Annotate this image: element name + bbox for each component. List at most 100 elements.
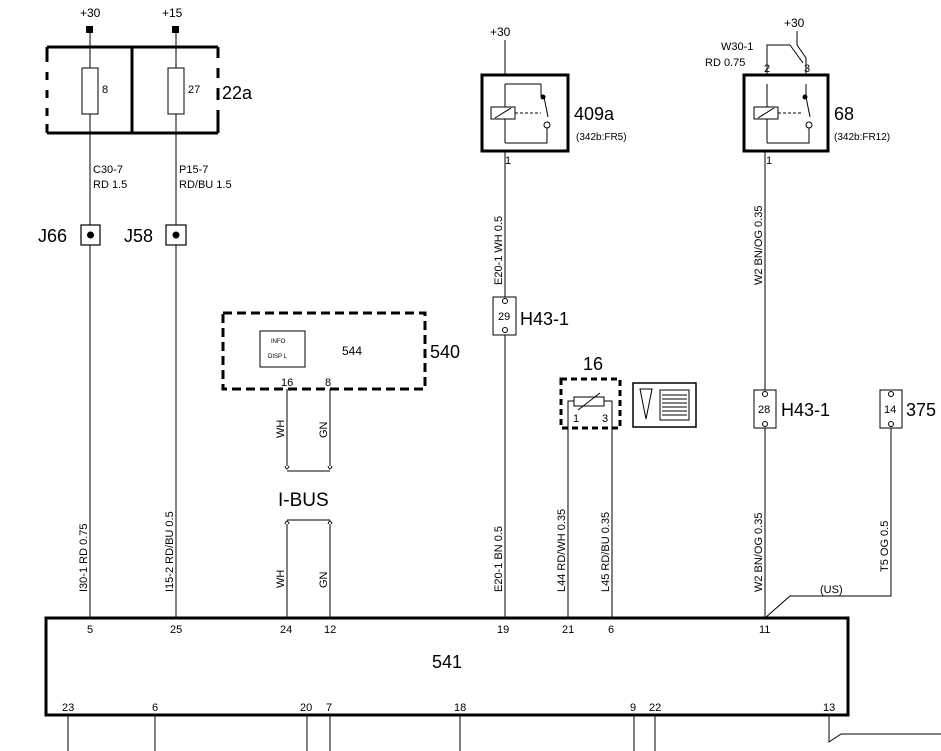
- component-id: 541: [432, 652, 462, 672]
- module-540: INFO DISP L 544 540 16 8: [221, 311, 460, 391]
- pin-number: 1: [766, 155, 772, 167]
- relay-409a: +30 409a (342b:FR5) 1: [480, 25, 627, 167]
- supply-label-plus30: +30: [80, 6, 101, 20]
- pin-number: 7: [326, 702, 332, 714]
- wire-color: GN: [318, 571, 330, 588]
- junction-dot: [172, 231, 180, 239]
- wire-label: W2 BN/OG 0.35: [753, 206, 765, 285]
- component-id: 22a: [222, 83, 253, 103]
- pin-number: 8: [325, 377, 331, 389]
- outgoing-wires: [67, 715, 941, 751]
- pin-number: 12: [324, 624, 336, 636]
- pin-number: 11: [759, 624, 770, 636]
- fuse-element: [167, 67, 185, 115]
- wire-label-e20: E20-1 BN 0.5: [493, 526, 505, 592]
- module-outline: [44, 616, 850, 717]
- relay-68: +30 W30-1 RD 0.75 2 3 68 (342b:FR12) 1: [705, 16, 890, 167]
- pin-number: 25: [170, 624, 182, 636]
- connector-h43-right: 28 H43-1: [753, 389, 830, 429]
- part-number: 544: [342, 344, 362, 358]
- component-id: 16: [583, 354, 603, 374]
- pin-number: 23: [62, 702, 74, 714]
- wire-spec: RD 0.75: [705, 57, 745, 69]
- ibus-break: I-BUS: [278, 465, 333, 525]
- connector-label: H43-1: [781, 400, 830, 420]
- display-block: [259, 330, 306, 368]
- component-id: 409a: [574, 104, 615, 124]
- connector-label: H43-1: [520, 309, 569, 329]
- connector-pin: 14: [884, 404, 896, 416]
- component-ref: (342b:FR12): [834, 132, 890, 143]
- pin-number: 9: [630, 702, 636, 714]
- wire-spec: RD/BU 1.5: [179, 179, 232, 191]
- wire-color: WH: [275, 570, 287, 588]
- pin-number: 24: [280, 624, 292, 636]
- connector-pin: 29: [498, 311, 510, 323]
- fuse-number: 27: [188, 84, 200, 96]
- pin-number: 2: [764, 63, 770, 75]
- supply-label: +30: [490, 25, 511, 39]
- pin-number: 1: [505, 155, 511, 167]
- wire-code: W30-1: [721, 41, 753, 53]
- sensor-16: 16 1 3: [559, 354, 697, 430]
- wire-label-i15: I15-2 RD/BU 0.5: [164, 511, 176, 592]
- wire-label: E20-1 WH 0.5: [493, 216, 505, 285]
- pin-number: 13: [823, 702, 835, 714]
- supply-label: +30: [784, 16, 805, 30]
- wire-color: WH: [275, 420, 287, 438]
- thermistor-symbol: [567, 392, 613, 428]
- sensor-outline: [559, 377, 622, 430]
- fuse-number: 8: [102, 84, 108, 96]
- wire-label-t5: T5 OG 0.5: [879, 521, 891, 572]
- bus-label: I-BUS: [278, 490, 329, 511]
- wire-code: P15-7: [179, 164, 208, 176]
- pin-number: 20: [300, 702, 312, 714]
- fuse-box-22a: +30 +15 8 27 22a: [45, 6, 253, 135]
- wire-t5: [764, 428, 892, 619]
- fuse-box-outline: [47, 45, 218, 135]
- wire-color: GN: [318, 421, 330, 438]
- supply-label-plus15: +15: [162, 6, 183, 20]
- pin-number: 3: [602, 413, 608, 425]
- connector-h43-left: 29 H43-1: [492, 296, 569, 336]
- pin-number: 19: [497, 624, 509, 636]
- variant-note: (US): [820, 584, 843, 596]
- connector-pin: 28: [758, 404, 770, 416]
- relay-contact: [543, 96, 549, 118]
- pin-number: 6: [608, 624, 614, 636]
- display-label: DISP L: [268, 354, 288, 360]
- connector-label: 375: [906, 400, 936, 420]
- pin-number: 3: [804, 63, 810, 75]
- module-541: 541 5 25 24 12 19 21 6 11 23 6 20 7 18 9…: [44, 616, 850, 717]
- terminal-square: [172, 26, 179, 33]
- fuse-element: [81, 67, 99, 115]
- component-id: 68: [834, 104, 854, 124]
- connector-375: 14 375: [879, 389, 936, 429]
- module-dashed-outline: [221, 311, 427, 391]
- pin-number: 16: [281, 377, 293, 389]
- relay-box: [742, 73, 830, 153]
- display-label: INFO: [271, 339, 286, 345]
- pin-number: 18: [454, 702, 466, 714]
- junction-j58: J58: [124, 224, 187, 246]
- junction-dot: [87, 231, 94, 239]
- junction-j66: J66: [38, 224, 101, 246]
- component-id: 540: [430, 342, 460, 362]
- relay-box: [480, 73, 570, 153]
- wire-label-w2: W2 BN/OG 0.35: [753, 513, 765, 592]
- pin-number: 21: [562, 624, 574, 636]
- junction-label: J66: [38, 226, 67, 246]
- wire-spec: RD 1.5: [93, 179, 127, 191]
- wire-code: C30-7: [93, 164, 123, 176]
- wire-label-l44: L44 RD/WH 0.35: [556, 509, 568, 592]
- terminal-square: [86, 26, 93, 33]
- component-ref: (342b:FR5): [576, 132, 627, 143]
- pin-number: 1: [573, 413, 579, 425]
- wire-label-l45: L45 RD/BU 0.35: [600, 512, 612, 592]
- junction-label: J58: [124, 226, 153, 246]
- pin-number: 22: [649, 702, 661, 714]
- pin-number: 6: [152, 702, 158, 714]
- pin-number: 5: [87, 624, 93, 636]
- wire-label-i30: I30-1 RD 0.75: [78, 524, 90, 592]
